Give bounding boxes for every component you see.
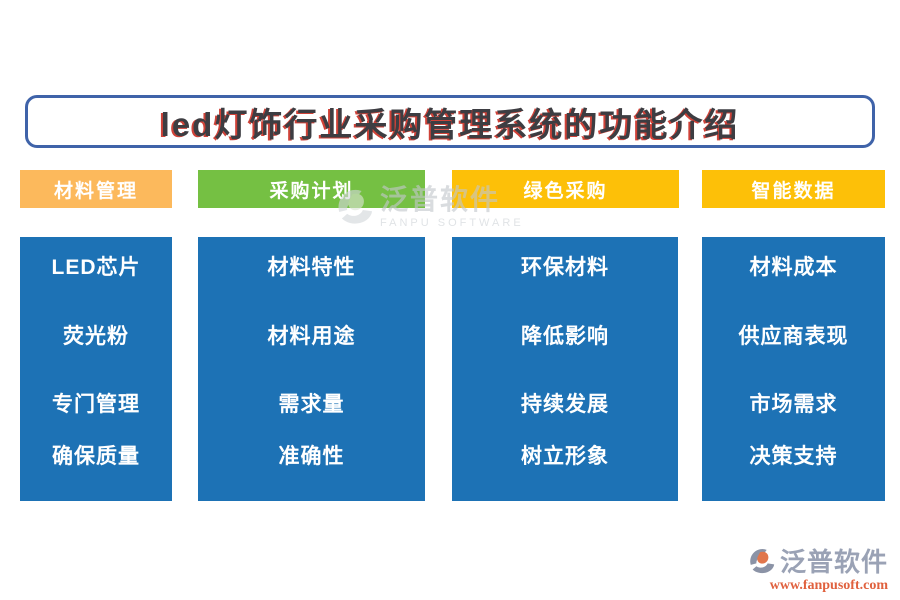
list-item: 决策支持 <box>749 445 838 468</box>
list-item: 需求量 <box>278 393 345 416</box>
footer-logo-url: www.fanpusoft.com <box>769 578 888 593</box>
fanpu-logo-icon <box>750 549 775 574</box>
column-header-procurement-plan: 采购计划 <box>198 170 425 208</box>
column-header-smart-data: 智能数据 <box>702 170 885 208</box>
column-header-label: 智能数据 <box>751 180 836 202</box>
column-material-management: LED芯片 荧光粉 专门管理 确保质量 <box>20 237 172 501</box>
watermark-name: 泛普软件 <box>380 184 501 215</box>
footer-logo-name: 泛普软件 <box>779 547 888 577</box>
column-header-label: 采购计划 <box>269 180 354 202</box>
list-item: 材料用途 <box>267 325 356 348</box>
column-procurement-plan: 材料特性 材料用途 需求量 准确性 <box>198 237 425 501</box>
list-item: 树立形象 <box>521 445 609 468</box>
column-header-material-management: 材料管理 <box>20 170 172 208</box>
column-green-procurement: 环保材料 降低影响 持续发展 树立形象 <box>452 237 678 501</box>
list-item: 持续发展 <box>521 393 609 416</box>
list-item: LED芯片 <box>51 256 141 279</box>
footer-logo: 泛普软件 www.fanpusoft.com <box>747 547 888 594</box>
column-header-label: 材料管理 <box>53 180 138 202</box>
list-item: 确保质量 <box>52 445 140 468</box>
list-item: 准确性 <box>278 445 345 468</box>
fanpu-logo-icon <box>338 189 373 224</box>
watermark-text: 泛普软件 FANPU SOFTWARE <box>380 184 524 230</box>
list-item: 材料特性 <box>267 256 356 279</box>
watermark: 泛普软件 FANPU SOFTWARE <box>334 185 524 229</box>
list-item: 专门管理 <box>52 393 140 416</box>
title-banner: led灯饰行业采购管理系统的功能介绍 <box>25 95 875 148</box>
page-title: led灯饰行业采购管理系统的功能介绍 <box>160 105 740 143</box>
watermark-subtitle: FANPU SOFTWARE <box>380 217 524 229</box>
list-item: 降低影响 <box>521 325 609 348</box>
list-item: 材料成本 <box>749 256 838 279</box>
footer-logo-row: 泛普软件 <box>747 547 888 577</box>
list-item: 市场需求 <box>749 393 838 416</box>
column-header-label: 绿色采购 <box>523 180 608 202</box>
list-item: 供应商表现 <box>738 325 849 348</box>
column-smart-data: 材料成本 供应商表现 市场需求 决策支持 <box>702 237 885 501</box>
list-item: 环保材料 <box>521 256 609 279</box>
column-header-green-procurement: 绿色采购 <box>452 170 679 208</box>
list-item: 荧光粉 <box>63 325 129 348</box>
